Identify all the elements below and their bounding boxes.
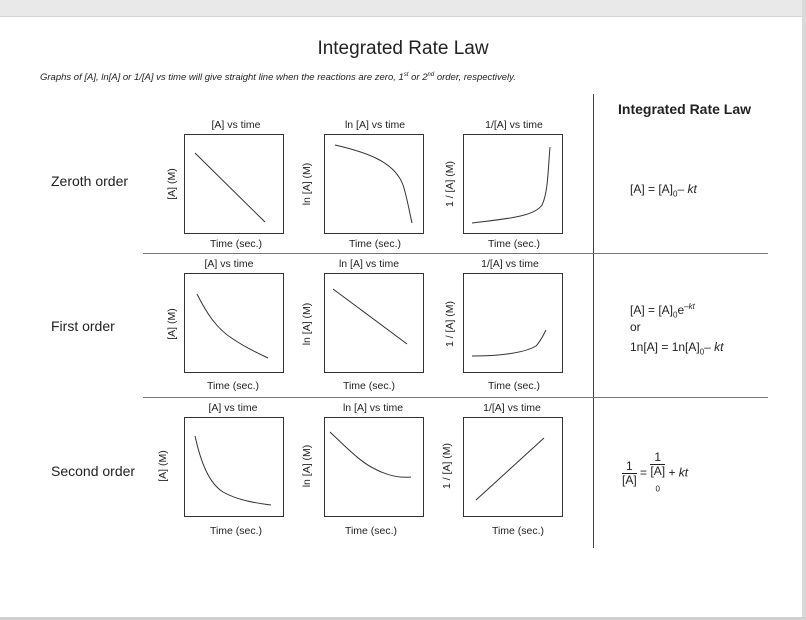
plot-first-invA — [463, 273, 563, 373]
equation-or: or — [630, 320, 641, 334]
curve — [194, 435, 272, 506]
plot-title: ln [A] vs time — [344, 119, 406, 131]
page-title: Integrated Rate Law — [317, 38, 489, 59]
x-axis-label: Time (sec.) — [487, 380, 541, 392]
curve — [475, 437, 545, 501]
x-axis-label: Time (sec.) — [487, 238, 541, 250]
equation-first-exponential: [A] = [A]0e–kt — [630, 302, 695, 320]
y-axis-label: [A] (M) — [157, 450, 169, 482]
plot-title: [A] vs time — [211, 119, 261, 131]
equation-zeroth: [A] = [A]0– kt — [630, 182, 697, 199]
plot-title: ln [A] vs time — [342, 402, 404, 414]
equation-second: 1[A] = 1[A]0 + kt — [622, 450, 689, 494]
y-axis-label: 1 / [A] (M) — [444, 300, 456, 348]
y-axis-label: 1 / [A] (M) — [444, 160, 456, 208]
y-axis-label: 1 / [A] (M) — [441, 442, 453, 490]
x-axis-label: Time (sec.) — [206, 380, 260, 392]
column-divider — [593, 94, 594, 548]
plot-second-invA — [463, 417, 563, 517]
plot-zero-invA — [463, 134, 563, 234]
row-divider — [143, 253, 768, 254]
y-axis-label: [A] (M) — [166, 308, 178, 340]
curve — [471, 329, 547, 357]
scrollbar[interactable] — [802, 0, 806, 620]
curve — [334, 144, 413, 224]
plot-first-lnA — [324, 273, 424, 373]
curve — [471, 146, 551, 224]
x-axis-label: Time (sec.) — [491, 525, 545, 537]
rate-law-header: Integrated Rate Law — [618, 101, 752, 117]
plot-title: [A] vs time — [204, 258, 254, 270]
curve — [332, 288, 408, 345]
plot-title: 1/[A] vs time — [481, 258, 539, 270]
window-bottom-edge — [0, 617, 806, 620]
x-axis-label: Time (sec.) — [348, 238, 402, 250]
curve — [196, 293, 269, 359]
curve — [194, 152, 266, 223]
curve — [329, 431, 412, 478]
x-axis-label: Time (sec.) — [209, 525, 263, 537]
plot-first-A — [184, 273, 284, 373]
y-axis-label: ln [A] (M) — [301, 302, 313, 346]
order-label-second: Second order — [51, 463, 136, 479]
row-divider — [143, 397, 768, 398]
x-axis-label: Time (sec.) — [344, 525, 398, 537]
equation-first-log: 1n[A] = 1n[A]0– kt — [630, 340, 724, 357]
plot-second-lnA — [324, 417, 424, 517]
plot-title: 1/[A] vs time — [483, 402, 541, 414]
x-axis-label: Time (sec.) — [342, 380, 396, 392]
y-axis-label: [A] (M) — [166, 168, 178, 200]
window-top-bar — [0, 0, 806, 17]
y-axis-label: ln [A] (M) — [301, 162, 313, 206]
page-subtitle: Graphs of [A], ln[A] or 1/[A] vs time wi… — [40, 72, 516, 84]
plot-zero-A — [184, 134, 284, 234]
order-label-first: First order — [51, 318, 115, 334]
plot-title: 1/[A] vs time — [485, 119, 543, 131]
y-axis-label: ln [A] (M) — [301, 444, 313, 488]
plot-second-A — [184, 417, 284, 517]
order-label-zeroth: Zeroth order — [51, 173, 129, 189]
plot-zero-lnA — [324, 134, 424, 234]
plot-title: [A] vs time — [208, 402, 258, 414]
plot-title: ln [A] vs time — [338, 258, 400, 270]
x-axis-label: Time (sec.) — [209, 238, 263, 250]
